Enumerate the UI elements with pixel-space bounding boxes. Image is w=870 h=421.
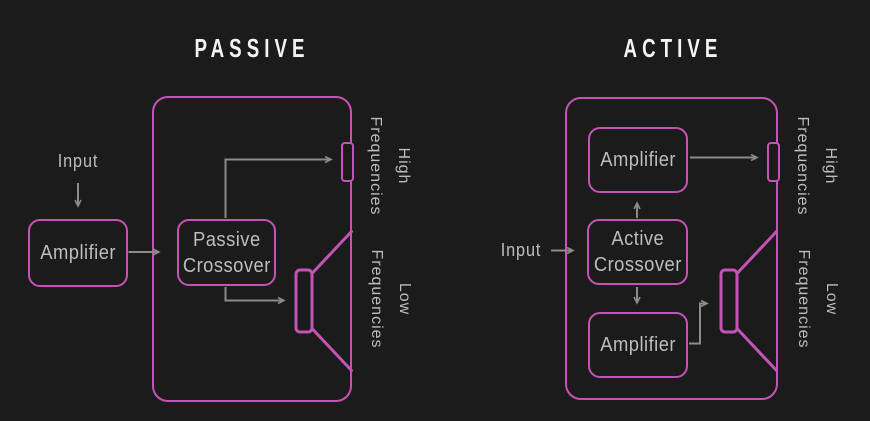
active-speaker-cabinet — [565, 97, 778, 400]
passive-amplifier-label: Amplifier — [40, 242, 116, 264]
passive-title: PASSIVE — [194, 33, 310, 63]
passive-crossover-to-woofer-arrow — [224, 287, 285, 301]
active-crossover-box: Active Crossover — [587, 219, 688, 285]
active-input-label: Input — [500, 240, 542, 260]
active-high-frequencies-label: High Frequencies — [794, 116, 839, 216]
active-amplifier-bottom-label: Amplifier — [600, 334, 676, 356]
active-woofer-icon — [719, 230, 778, 372]
active-amplifier-to-woofer-arrow — [689, 304, 707, 345]
passive-crossover-to-tweeter-arrow — [224, 160, 332, 218]
active-crossover-label: Active Crossover — [593, 228, 682, 276]
passive-low-frequencies-label: Low Frequencies — [368, 249, 413, 349]
active-amplifier-bottom-box: Amplifier — [588, 312, 688, 378]
passive-crossover-box: Passive Crossover — [177, 219, 276, 286]
active-title: ACTIVE — [623, 33, 723, 63]
passive-input-label: Input — [57, 151, 99, 171]
passive-crossover-label: Passive Crossover — [182, 228, 271, 277]
passive-tweeter-icon — [341, 142, 354, 182]
passive-woofer-icon — [294, 230, 353, 372]
active-tweeter-icon — [767, 142, 780, 182]
active-amplifier-top-label: Amplifier — [600, 149, 676, 171]
active-low-frequencies-label: Low Frequencies — [795, 249, 840, 349]
passive-high-frequencies-label: High Frequencies — [367, 116, 412, 216]
active-amplifier-top-box: Amplifier — [588, 127, 688, 193]
passive-amplifier-box: Amplifier — [28, 219, 128, 287]
